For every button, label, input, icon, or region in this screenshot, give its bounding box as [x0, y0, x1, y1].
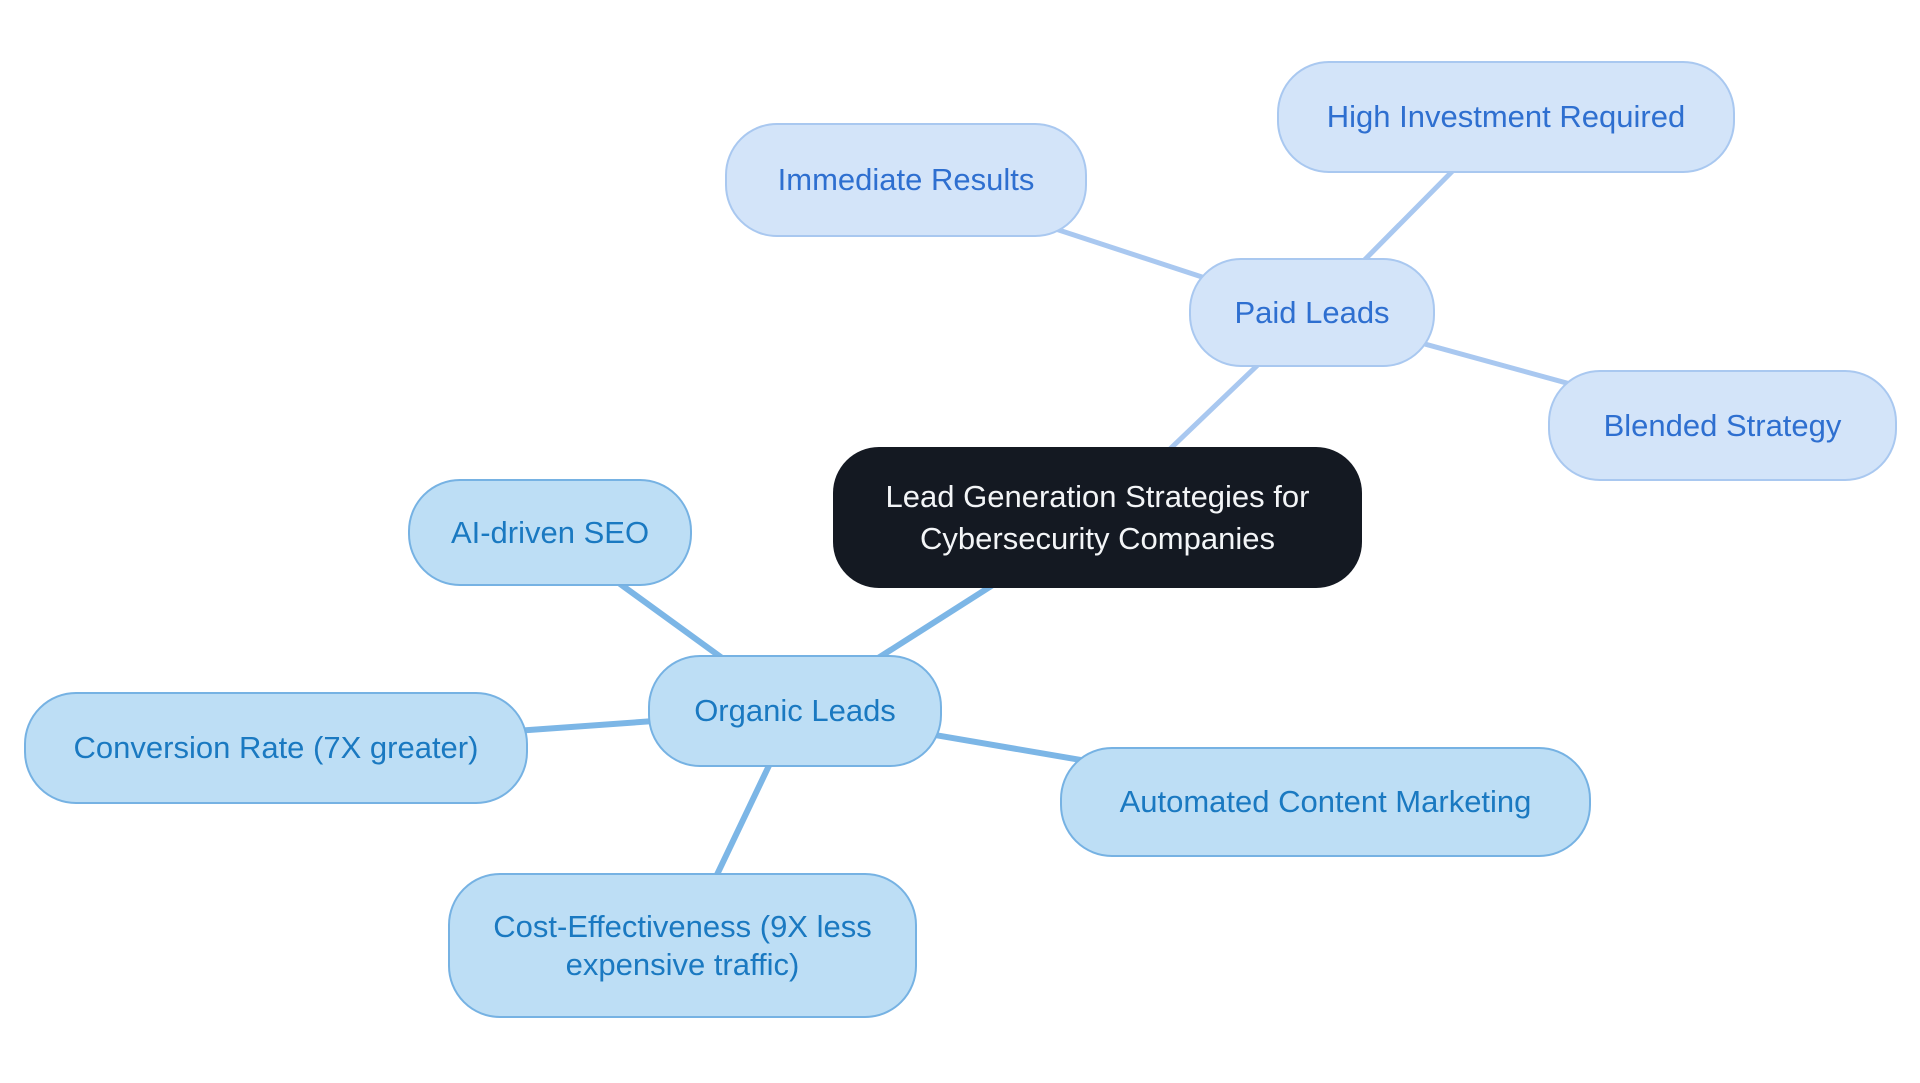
- node-automated-content-marketing[interactable]: Automated Content Marketing: [1060, 747, 1591, 857]
- node-organic-leads[interactable]: Organic Leads: [648, 655, 942, 767]
- node-immediate-results-label: Immediate Results: [777, 162, 1035, 197]
- node-root[interactable]: Lead Generation Strategies for Cybersecu…: [833, 447, 1362, 588]
- node-conversion-rate[interactable]: Conversion Rate (7X greater): [24, 692, 528, 804]
- node-blended-strategy-label: Blended Strategy: [1603, 407, 1842, 443]
- node-paid-leads-label: Paid Leads: [1234, 294, 1390, 330]
- node-immediate-results[interactable]: Immediate Results: [725, 123, 1087, 237]
- node-paid-leads[interactable]: Paid Leads: [1189, 258, 1435, 367]
- node-high-investment-required[interactable]: High Investment Required: [1277, 61, 1735, 173]
- node-cost-effectiveness[interactable]: Cost-Effectiveness (9X less expensive tr…: [448, 873, 917, 1018]
- node-high-investment-required-label: High Investment Required: [1326, 99, 1686, 134]
- node-automated-content-marketing-label: Automated Content Marketing: [1119, 784, 1532, 819]
- node-root-label: Lead Generation Strategies for Cybersecu…: [885, 478, 1310, 556]
- node-ai-driven-seo[interactable]: AI-driven SEO: [408, 479, 692, 586]
- node-ai-driven-seo-label: AI-driven SEO: [450, 514, 650, 550]
- node-cost-effectiveness-label: Cost-Effectiveness (9X less expensive tr…: [493, 908, 872, 982]
- node-conversion-rate-label: Conversion Rate (7X greater): [73, 730, 479, 765]
- node-blended-strategy[interactable]: Blended Strategy: [1548, 370, 1897, 481]
- node-organic-leads-label: Organic Leads: [694, 693, 896, 728]
